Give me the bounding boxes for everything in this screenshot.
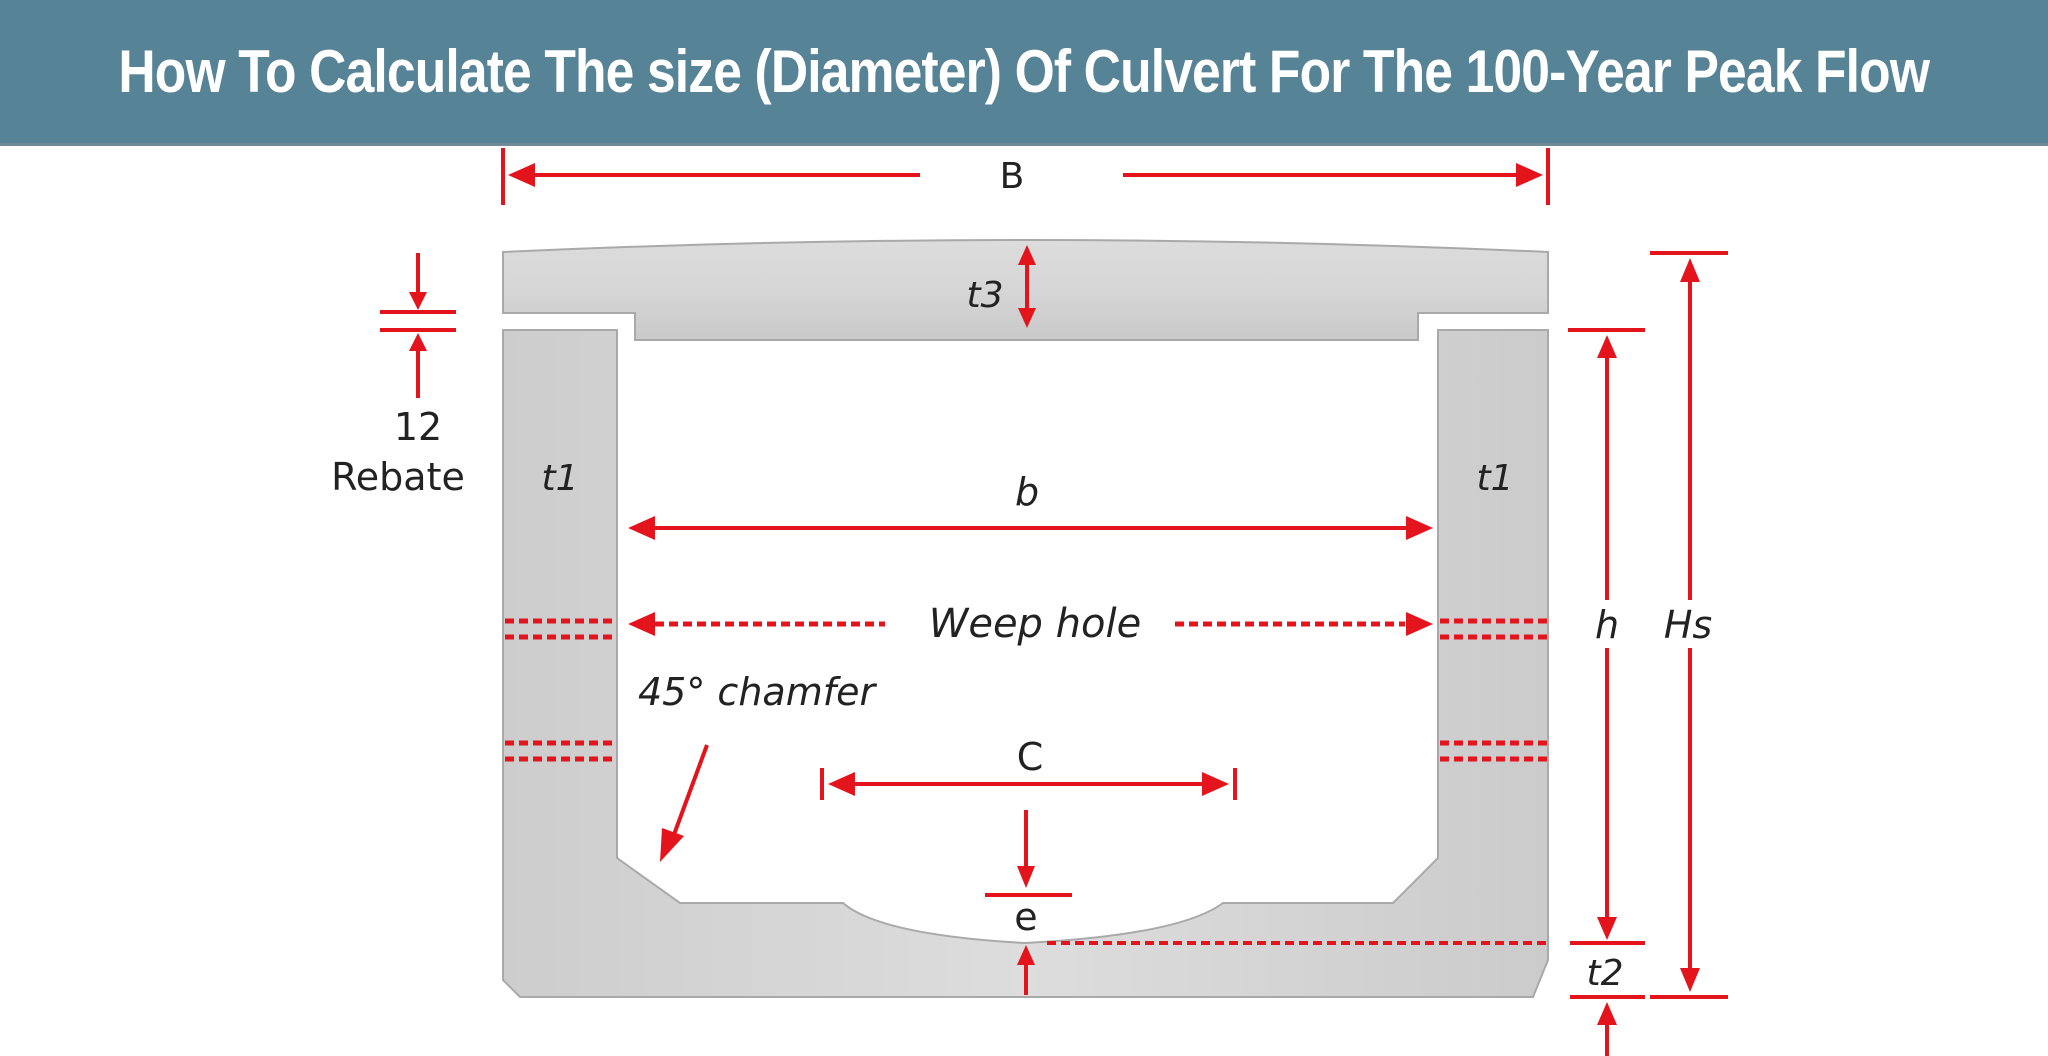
dimension-t3 bbox=[1018, 245, 1036, 328]
label-t1-right: t1 bbox=[1476, 458, 1513, 499]
label-weep-hole: Weep hole bbox=[929, 601, 1141, 647]
weep-hole-pointer bbox=[628, 612, 1433, 636]
dimension-h bbox=[1568, 328, 1645, 945]
arrowhead bbox=[1516, 163, 1543, 187]
label-t2: t2 bbox=[1586, 953, 1623, 994]
arrowhead bbox=[508, 163, 535, 187]
arrowhead bbox=[409, 292, 427, 310]
u-section-walls-and-base bbox=[502, 329, 1549, 998]
label-e: e bbox=[1014, 895, 1037, 939]
dimension-C bbox=[820, 768, 1237, 800]
label-rebate: Rebate bbox=[331, 455, 465, 499]
label-B: B bbox=[1000, 156, 1025, 197]
dimension-t2 bbox=[1570, 995, 1645, 1056]
dimension-e bbox=[985, 810, 1072, 995]
chamfer-arrow bbox=[660, 744, 709, 862]
label-b: b bbox=[1015, 470, 1039, 514]
arrowhead bbox=[409, 333, 427, 351]
label-Hs: Hs bbox=[1664, 603, 1712, 647]
label-t3: t3 bbox=[966, 275, 1003, 316]
dimension-B bbox=[501, 148, 1550, 205]
dimension-Hs bbox=[1650, 251, 1728, 999]
label-h: h bbox=[1595, 603, 1619, 647]
dimension-b bbox=[628, 516, 1433, 540]
label-rebate-value: 12 bbox=[394, 405, 442, 449]
label-chamfer: 45° chamfer bbox=[638, 670, 877, 714]
page-title: How To Calculate The size (Diameter) Of … bbox=[118, 38, 1931, 105]
title-banner: How To Calculate The size (Diameter) Of … bbox=[0, 0, 2048, 146]
label-C: C bbox=[1017, 735, 1044, 779]
weep-holes bbox=[505, 618, 1548, 762]
dimension-rebate bbox=[380, 253, 456, 398]
label-t1-left: t1 bbox=[541, 458, 578, 499]
